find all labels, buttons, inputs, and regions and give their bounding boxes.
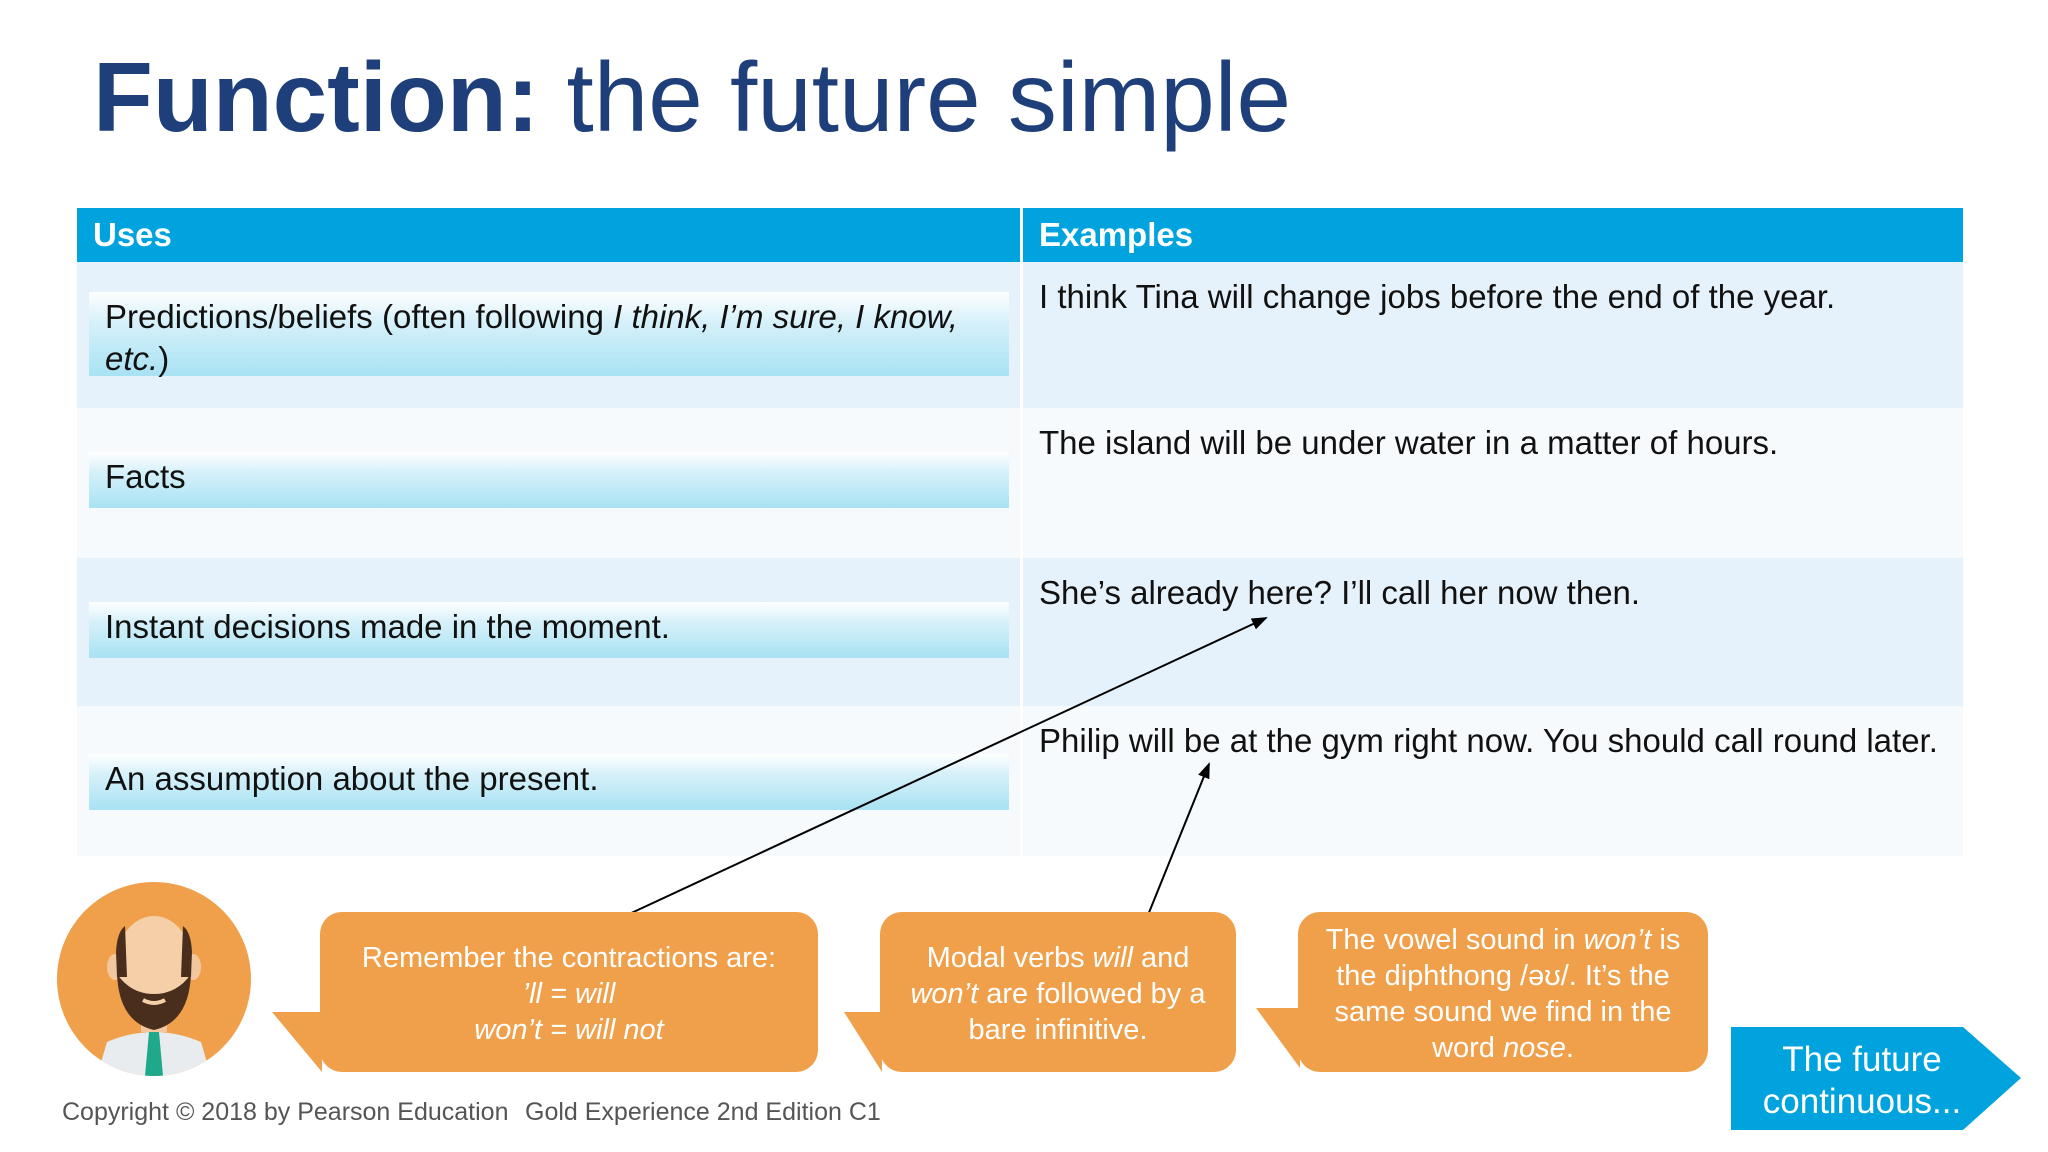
table-row: Facts The island will be under water in … [77,408,1963,558]
use-label: An assumption about the present. [89,754,1009,810]
table-row: Instant decisions made in the moment. Sh… [77,558,1963,706]
title-bold: Function: [93,42,540,152]
bubble-tail [272,1012,322,1072]
use-label: Instant decisions made in the moment. [89,602,1009,658]
header-divider [1020,208,1023,262]
example-text: I think Tina will change jobs before the… [1039,278,1836,315]
contractions-bubble: Remember the contractions are: ’ll = wil… [272,912,818,1072]
header-examples: Examples [1039,216,1194,253]
use-label: Facts [89,452,1009,508]
example-cell: I think Tina will change jobs before the… [1023,262,1963,408]
bubble-italic: will [1092,942,1133,974]
bubble-text-part: The vowel sound in [1325,924,1584,956]
next-label-line: continuous... [1762,1082,1962,1121]
use-close-text: ) [158,340,170,377]
table-row: Predictions/beliefs (often following I t… [77,262,1963,408]
use-cell: Instant decisions made in the moment. [77,558,1020,706]
bubble-tail [1256,1008,1300,1068]
bubble-text-part: are followed by a bare infinitive. [968,978,1206,1046]
bubble-text-part: Modal verbs [926,942,1093,974]
use-cell: Facts [77,408,1020,558]
use-cell: An assumption about the present. [77,706,1020,856]
vowel-sound-bubble: The vowel sound in won’t is the diphthon… [1256,912,1708,1072]
title-rest: the future simple [539,42,1292,152]
table-row: An assumption about the present. Philip … [77,706,1963,856]
arrow-right-icon [1731,1027,2021,1130]
example-cell: Philip will be at the gym right now. You… [1023,706,1963,856]
example-text: Philip will be at the gym right now. You… [1039,722,1938,759]
example-text: She’s already here? I’ll call her now th… [1039,574,1641,611]
table-header: Uses Examples [77,208,1963,262]
example-cell: The island will be under water in a matt… [1023,408,1963,558]
use-italic-text: I think, I’m sure, I know, etc. [105,298,958,377]
next-slide-label: The future continuous... [1731,1039,1993,1123]
bubble-italic: won’t [910,978,979,1010]
use-cell: Predictions/beliefs (often following I t… [77,262,1020,408]
bubble-text: The vowel sound in won’t is the diphthon… [1298,922,1708,1066]
bubble-italic: nose [1502,1032,1566,1064]
bubble-italic: won’t [1583,924,1652,956]
bubble-text-part: is the diphthong /əʊ/. It’s the same sou… [1334,924,1681,1064]
next-label-line: The future [1782,1040,1942,1079]
example-text: The island will be under water in a matt… [1039,424,1779,461]
page-title: Function: the future simple [93,42,1291,152]
bubble-line: Remember the contractions are: [361,942,777,974]
uses-examples-table: Uses Examples Predictions/beliefs (often… [77,208,1963,856]
example-cell: She’s already here? I’ll call her now th… [1023,558,1963,706]
modal-verbs-bubble: Modal verbs will and won’t are followed … [844,912,1236,1072]
bubble-tail [844,1012,882,1072]
edition-text: Gold Experience 2nd Edition C1 [525,1098,881,1126]
next-slide-button[interactable]: The future continuous... [1731,1027,2021,1130]
bubble-line: won’t = will not [474,1014,664,1046]
bubble-text: Modal verbs will and won’t are followed … [880,940,1236,1048]
bubble-line: ’ll = will [522,978,616,1010]
header-uses: Uses [93,216,172,253]
teacher-avatar-icon [57,882,251,1076]
use-text: Predictions/beliefs (often following [105,298,614,335]
bubble-text-part: and [1132,942,1190,974]
use-label: Predictions/beliefs (often following I t… [89,292,1009,377]
bubble-text-part: . [1565,1032,1574,1064]
copyright-text: Copyright © 2018 by Pearson Education [62,1098,509,1126]
